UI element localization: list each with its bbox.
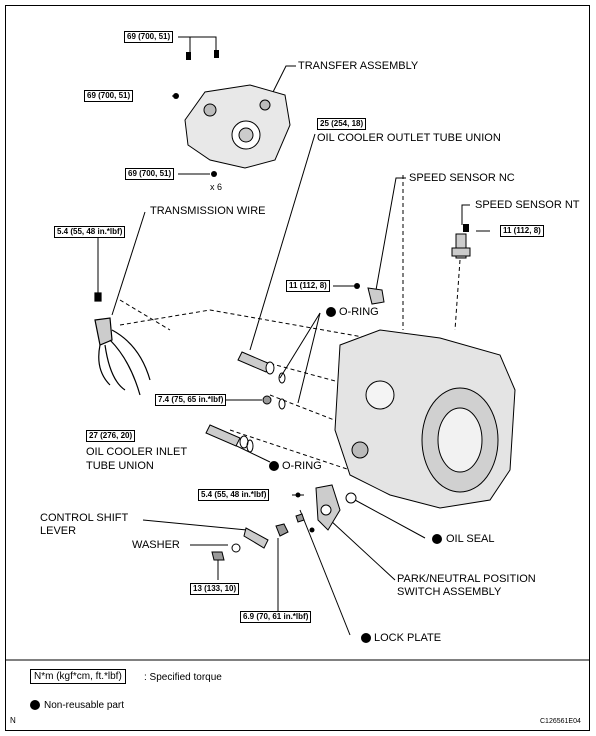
leader-t1 <box>178 36 217 51</box>
label-o-ring-1: O-RING <box>339 306 379 318</box>
transfer-assembly-shape <box>184 84 291 169</box>
torque-t3: 69 (700, 51) <box>125 168 175 180</box>
torque-t2: 69 (700, 51) <box>84 90 134 102</box>
leader-park <box>329 519 396 581</box>
footer-code: C126561E04 <box>540 718 581 725</box>
bolt-t8 <box>262 395 272 405</box>
bolt-t6 <box>354 283 360 289</box>
nonreusable-dot-oilseal <box>432 534 442 544</box>
o-ring-inlet <box>246 439 254 453</box>
label-speed-sensor-nc: SPEED SENSOR NC <box>409 172 515 184</box>
bolt-t7 <box>463 224 469 232</box>
torque-t5: 5.4 (55, 48 in.*lbf) <box>54 226 126 238</box>
torque-t4: 25 (254, 18) <box>317 118 367 130</box>
bolts-transfer <box>173 50 219 177</box>
speed-sensor-nt-shape <box>451 233 471 259</box>
legend-dot-icon <box>30 700 40 710</box>
diagram-frame <box>5 5 590 731</box>
label-control-shift-1: CONTROL SHIFT <box>40 512 129 524</box>
o-ring-small <box>278 398 286 410</box>
label-x6: x 6 <box>210 182 223 192</box>
footer-n: N <box>10 716 16 725</box>
legend-torque-box: N*m (kgf*cm, ft.*lbf) <box>30 669 126 684</box>
leader-oilseal <box>354 499 426 539</box>
bolt-t10 <box>295 492 301 498</box>
nonreusable-dot-oring1 <box>326 307 336 317</box>
leader-oring1 <box>279 312 321 379</box>
torque-t12: 6.9 (70, 61 in.*lbf) <box>240 611 312 623</box>
label-o-ring-2: O-RING <box>282 460 322 472</box>
torque-t11: 13 (133, 10) <box>190 583 240 595</box>
label-park-neutral-1: PARK/NEUTRAL POSITION <box>397 573 536 585</box>
transmission-wire-shape <box>94 292 151 396</box>
leader-t4 <box>249 133 316 351</box>
outlet-tube-union-shape <box>237 351 275 375</box>
leader-shift <box>142 519 248 531</box>
label-washer: WASHER <box>132 539 180 551</box>
label-lock-plate: LOCK PLATE <box>374 632 442 644</box>
label-oil-seal: OIL SEAL <box>446 533 495 545</box>
label-oil-cooler-inlet-2: TUBE UNION <box>86 460 154 472</box>
torque-t7: 11 (112, 8) <box>286 280 330 292</box>
control-shift-lever-shape <box>243 527 269 549</box>
nonreusable-dot-oring2 <box>269 461 279 471</box>
legend-torque-text: : Specified torque <box>144 672 222 683</box>
torque-t10: 5.4 (55, 48 in.*lbf) <box>198 489 270 501</box>
nut-t11 <box>211 551 225 561</box>
speed-sensor-nc-shape <box>367 287 385 305</box>
torque-t1: 69 (700, 51) <box>124 31 174 43</box>
o-ring-outlet <box>278 372 286 384</box>
washer-shape <box>231 543 241 553</box>
label-transfer-assembly: TRANSFER ASSEMBLY <box>298 60 419 72</box>
legend-nonreusable-text: Non-reusable part <box>44 700 125 711</box>
inlet-tube-union-shape <box>205 424 249 449</box>
leader-sensor-nt <box>461 204 470 225</box>
leader-transfer <box>269 65 296 99</box>
label-control-shift-2: LEVER <box>40 525 77 537</box>
oil-seal-shape <box>345 492 357 504</box>
lock-plate-shape <box>275 523 289 537</box>
leader-lockplate <box>299 509 351 636</box>
label-park-neutral-2: SWITCH ASSEMBLY <box>397 586 502 598</box>
nonreusable-dot-lockplate <box>361 633 371 643</box>
transaxle-shape <box>334 329 516 509</box>
label-oil-cooler-outlet: OIL COOLER OUTLET TUBE UNION <box>317 132 501 144</box>
label-speed-sensor-nt: SPEED SENSOR NT <box>475 199 580 211</box>
torque-t8: 7.4 (75, 65 in.*lbf) <box>155 394 227 406</box>
label-transmission-wire: TRANSMISSION WIRE <box>150 205 266 217</box>
park-neutral-switch-shape <box>315 484 341 531</box>
torque-t9: 27 (276, 20) <box>86 430 136 442</box>
torque-t6: 11 (112, 8) <box>500 225 544 237</box>
leader-wire <box>111 211 146 316</box>
label-oil-cooler-inlet-1: OIL COOLER INLET <box>86 446 188 458</box>
leader-sensor-nc <box>375 177 406 291</box>
